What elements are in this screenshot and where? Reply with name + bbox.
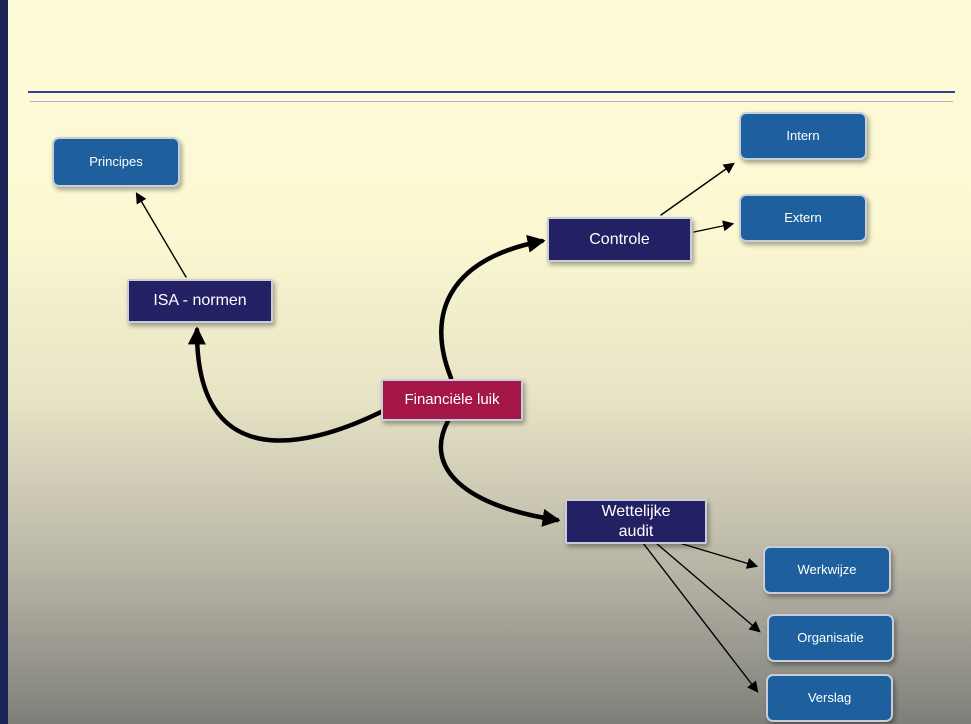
edge-financiele-luik-to-controle [439, 234, 546, 381]
node-controle: Controle [547, 217, 692, 262]
node-isa-normen: ISA - normen [127, 279, 273, 323]
title-separator-subline [30, 101, 953, 102]
edge-wettelijke-audit-to-verslag [642, 542, 759, 693]
edge-financiele-luik-to-isa-normen [187, 326, 386, 443]
edge-wettelijke-audit-to-werkwijze [675, 541, 759, 569]
edge-controle-to-extern [693, 220, 735, 233]
node-controle-label: Controle [589, 230, 650, 248]
node-isa-normen-label: ISA - normen [153, 292, 247, 309]
edge-isa-normen-to-principes [135, 192, 187, 278]
node-extern: Extern [739, 194, 867, 242]
node-financiele-luik-label: Financiële luik [404, 390, 500, 408]
edge-financiele-luik-to-wettelijke-audit [438, 418, 561, 527]
node-extern-label: Extern [784, 209, 822, 225]
node-organisatie: Organisatie [767, 614, 894, 662]
node-intern-label: Intern [786, 127, 820, 143]
title-separator-line [28, 91, 955, 93]
node-werkwijze-label: Werkwijze [797, 561, 857, 577]
node-organisatie-label: Organisatie [797, 629, 864, 645]
node-verslag: Verslag [766, 674, 893, 722]
node-intern: Intern [739, 112, 867, 160]
edge-controle-to-intern [660, 162, 735, 216]
node-financiele-luik: Financiële luik [381, 379, 523, 421]
left-accent-bar [0, 0, 8, 724]
node-wettelijke-audit: Wettelijke audit [565, 499, 707, 544]
node-principes: Principes [52, 137, 180, 187]
node-wettelijke-audit-label: Wettelijke audit [601, 502, 671, 540]
node-werkwijze: Werkwijze [763, 546, 891, 594]
node-verslag-label: Verslag [807, 689, 852, 705]
edge-wettelijke-audit-to-organisatie [655, 542, 761, 633]
node-principes-label: Principes [89, 153, 143, 169]
